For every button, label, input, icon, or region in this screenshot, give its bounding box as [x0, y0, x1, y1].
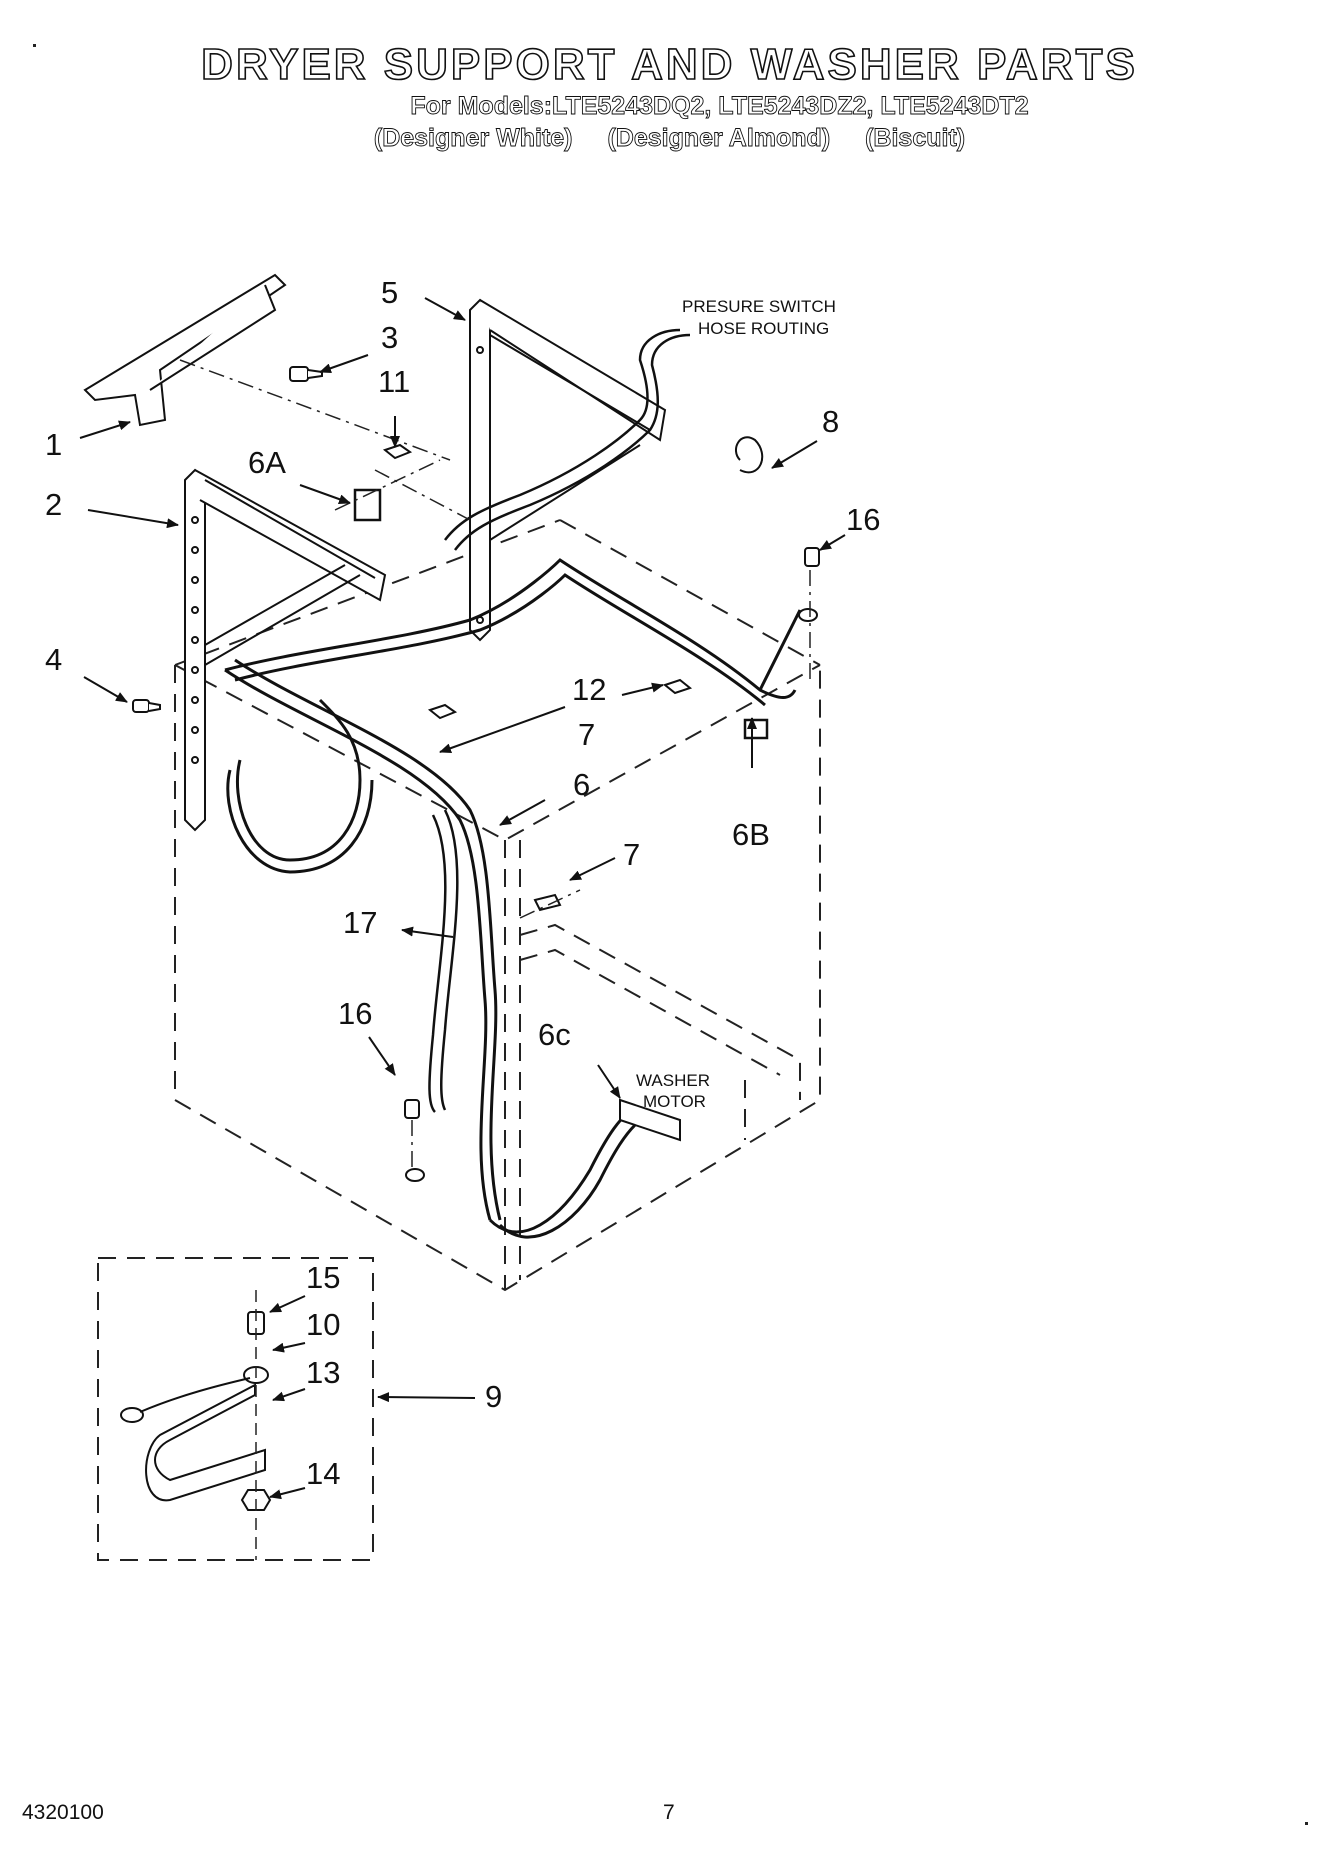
callout-10: 10	[306, 1307, 340, 1342]
callout-17: 17	[343, 905, 377, 940]
callout-3: 3	[381, 320, 398, 355]
models-line: For Models:LTE5243DQ2, LTE5243DZ2, LTE52…	[410, 92, 1029, 121]
callout-4: 4	[45, 642, 62, 677]
left-dryer-support	[184, 468, 387, 832]
callout-16-upper: 16	[846, 502, 880, 537]
top-bracket	[83, 273, 287, 427]
color-label-white: (Designer White)	[373, 124, 573, 153]
color-label-almond: (Designer Almond)	[607, 124, 831, 153]
callout-6b: 6B	[732, 817, 770, 852]
page-number: 7	[663, 1801, 675, 1824]
color-label-biscuit: (Biscuit)	[865, 124, 966, 153]
callout-11: 11	[378, 364, 410, 399]
doc-number: 4320100	[22, 1801, 104, 1824]
callout-14: 14	[306, 1456, 340, 1491]
washer-cabinet-outline	[174, 519, 821, 1292]
callout-6: 6	[573, 767, 590, 802]
callout-8: 8	[822, 404, 839, 439]
leader-arrows	[79, 297, 846, 1500]
phantom-lines	[179, 359, 811, 1170]
callout-7-lower: 7	[623, 837, 640, 872]
color-labels: (Designer White) (Designer Almond) (Bisc…	[0, 124, 1339, 153]
ground-strap-kit-box	[97, 1257, 374, 1561]
scan-speck	[33, 44, 36, 47]
callout-2: 2	[45, 487, 62, 522]
callout-5: 5	[381, 275, 398, 310]
callout-6c: 6c	[538, 1017, 571, 1052]
scan-speck	[1305, 1822, 1308, 1825]
callout-16-lower: 16	[338, 996, 372, 1031]
callout-15: 15	[306, 1260, 340, 1295]
note-motor: MOTOR	[643, 1092, 706, 1111]
rear-dryer-support	[469, 298, 667, 642]
page-title: DRYER SUPPORT AND WASHER PARTS	[200, 39, 1138, 90]
callout-12: 12	[572, 672, 606, 707]
callout-7-upper: 7	[578, 717, 595, 752]
note-washer: WASHER	[636, 1071, 710, 1090]
wire-harness	[224, 558, 802, 1239]
callout-6a: 6A	[248, 445, 286, 480]
callout-1: 1	[45, 427, 62, 462]
note-pressure-switch: PRESURE SWITCH	[682, 297, 836, 316]
drain-hose	[428, 328, 691, 1113]
note-hose-routing: HOSE ROUTING	[698, 319, 829, 338]
callout-13: 13	[306, 1355, 340, 1390]
part-screws-and-clips	[132, 366, 820, 1182]
callout-9: 9	[485, 1379, 502, 1414]
